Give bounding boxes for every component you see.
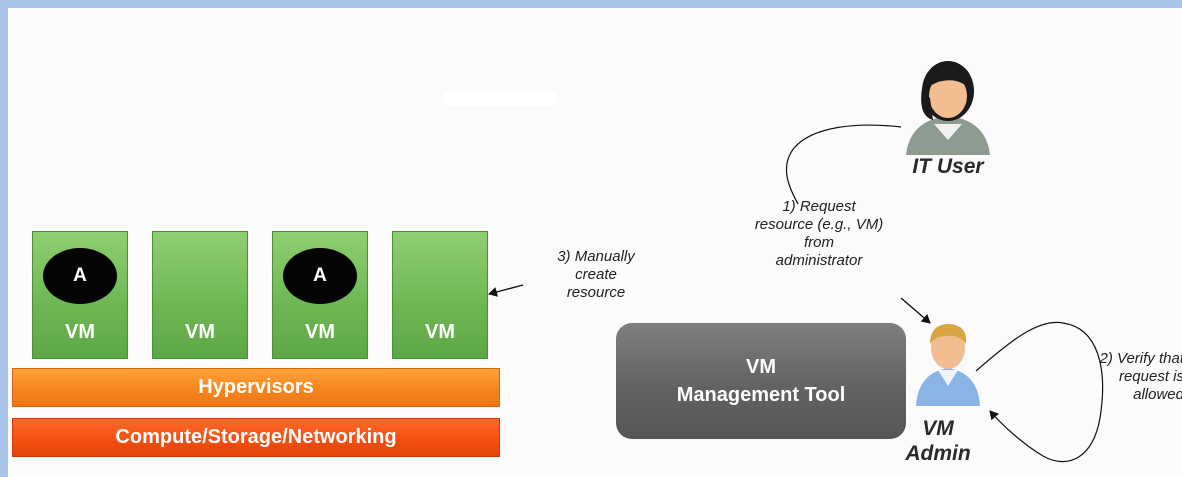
- step2-loop-arrow: [975, 321, 1104, 463]
- step3-line3: resource: [566, 284, 626, 301]
- management-tool-line1: VM: [746, 356, 776, 378]
- vm-label-3: VM: [305, 321, 335, 343]
- vm-management-tool-box: VM Management Tool: [616, 323, 906, 439]
- hypervisors-layer: Hypervisors: [12, 368, 500, 407]
- management-tool-line2: Management Tool: [676, 384, 846, 406]
- connectors-layer: [488, 61, 1104, 463]
- step1-arrow: [900, 297, 931, 324]
- step3-line2: create: [575, 266, 617, 283]
- step1-line1: 1) Request: [782, 198, 856, 215]
- step2-line1: 2) Verify that: [1099, 350, 1182, 367]
- vm-box-4: VM: [392, 231, 488, 359]
- vm-admin-line1: VM: [922, 417, 954, 440]
- step1-line2: resource (e.g., VM): [754, 216, 884, 233]
- step2-line2: request is: [1118, 368, 1182, 385]
- vm-box-1: A VM: [32, 231, 128, 359]
- blank-highlight: [444, 92, 556, 106]
- app-circle-3: A: [283, 248, 357, 304]
- it-user-label: IT User: [912, 155, 984, 178]
- step2-line3: allowed: [1133, 386, 1182, 403]
- vm-label-4: VM: [425, 321, 455, 343]
- it-user-person-icon: [906, 61, 990, 155]
- step3-arrow: [488, 284, 524, 297]
- vm-box-2: VM: [152, 231, 248, 359]
- vm-admin-person-icon: [916, 324, 980, 406]
- diagram-canvas: A VM VM A VM VM Hypervisors Compute/Stor…: [8, 8, 1182, 477]
- vm-label-1: VM: [65, 321, 95, 343]
- vm-box-3: A VM: [272, 231, 368, 359]
- vm-label-2: VM: [185, 321, 215, 343]
- step3-note: 3) Manually create resource: [531, 248, 661, 302]
- step1-note: 1) Request resource (e.g., VM) from admi…: [724, 198, 914, 270]
- step3-line1: 3) Manually: [557, 248, 635, 265]
- it-user-connector: [785, 124, 902, 205]
- compute-storage-networking-layer: Compute/Storage/Networking: [12, 418, 500, 457]
- step1-line4: administrator: [775, 252, 863, 269]
- vm-admin-line2: Admin: [905, 442, 971, 465]
- step2-note: 2) Verify that request is allowed: [1044, 350, 1182, 404]
- app-circle-1: A: [43, 248, 117, 304]
- vm-admin-label: VM Admin: [888, 416, 988, 466]
- step1-line3: from: [804, 234, 834, 251]
